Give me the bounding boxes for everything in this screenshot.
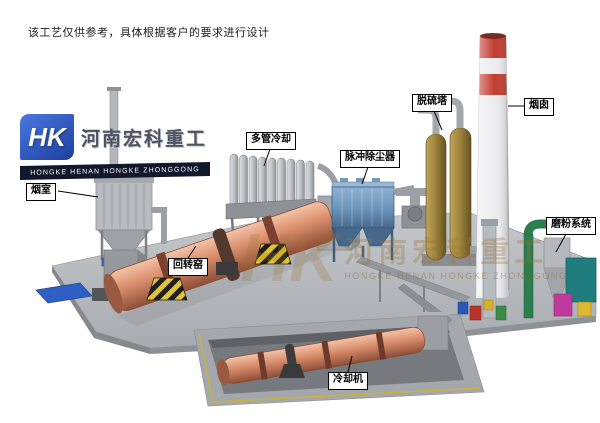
cooler-support bbox=[279, 364, 305, 378]
kiln-drive-base bbox=[216, 262, 238, 275]
bucket-elevator bbox=[481, 219, 498, 319]
label-cooling-machine: 冷却机 bbox=[328, 372, 368, 390]
label-rotary-kiln: 回转窑 bbox=[168, 258, 208, 276]
auxiliary-equipment bbox=[457, 299, 507, 321]
label-chimney: 烟囱 bbox=[524, 98, 554, 116]
label-desulfurization-tower: 脱硫塔 bbox=[412, 94, 452, 112]
disclaimer-note: 该工艺仅供参考，具体根据客户的要求进行设计 bbox=[28, 27, 270, 39]
logo-company-name-cn: 河南宏科重工 bbox=[81, 128, 208, 150]
pulse-dust-collector bbox=[331, 178, 415, 262]
label-grinding-system: 磨粉系统 bbox=[546, 217, 596, 235]
leader-lines bbox=[57, 105, 567, 373]
mill-fan bbox=[553, 293, 573, 317]
label-pulse-dust-collector: 脉冲除尘器 bbox=[340, 150, 400, 168]
cooling-machine-body bbox=[216, 326, 426, 386]
label-smoke-chamber: 烟室 bbox=[26, 183, 56, 201]
label-multi-tube-cooler: 多管冷却 bbox=[246, 132, 296, 150]
id-fan-ducting bbox=[396, 188, 430, 229]
logo-hk-icon: HK bbox=[20, 114, 74, 160]
kiln-supports bbox=[146, 243, 292, 301]
logo-company-name-en: HONGKE HENAN HONGKE ZHONGGONG bbox=[20, 162, 210, 180]
pit-guard-rail bbox=[198, 332, 481, 403]
grinding-system-equipment bbox=[523, 219, 597, 319]
company-logo: HK 河南宏科重工 HONGKE HENAN HONGKE ZHONGGONG bbox=[20, 114, 220, 180]
